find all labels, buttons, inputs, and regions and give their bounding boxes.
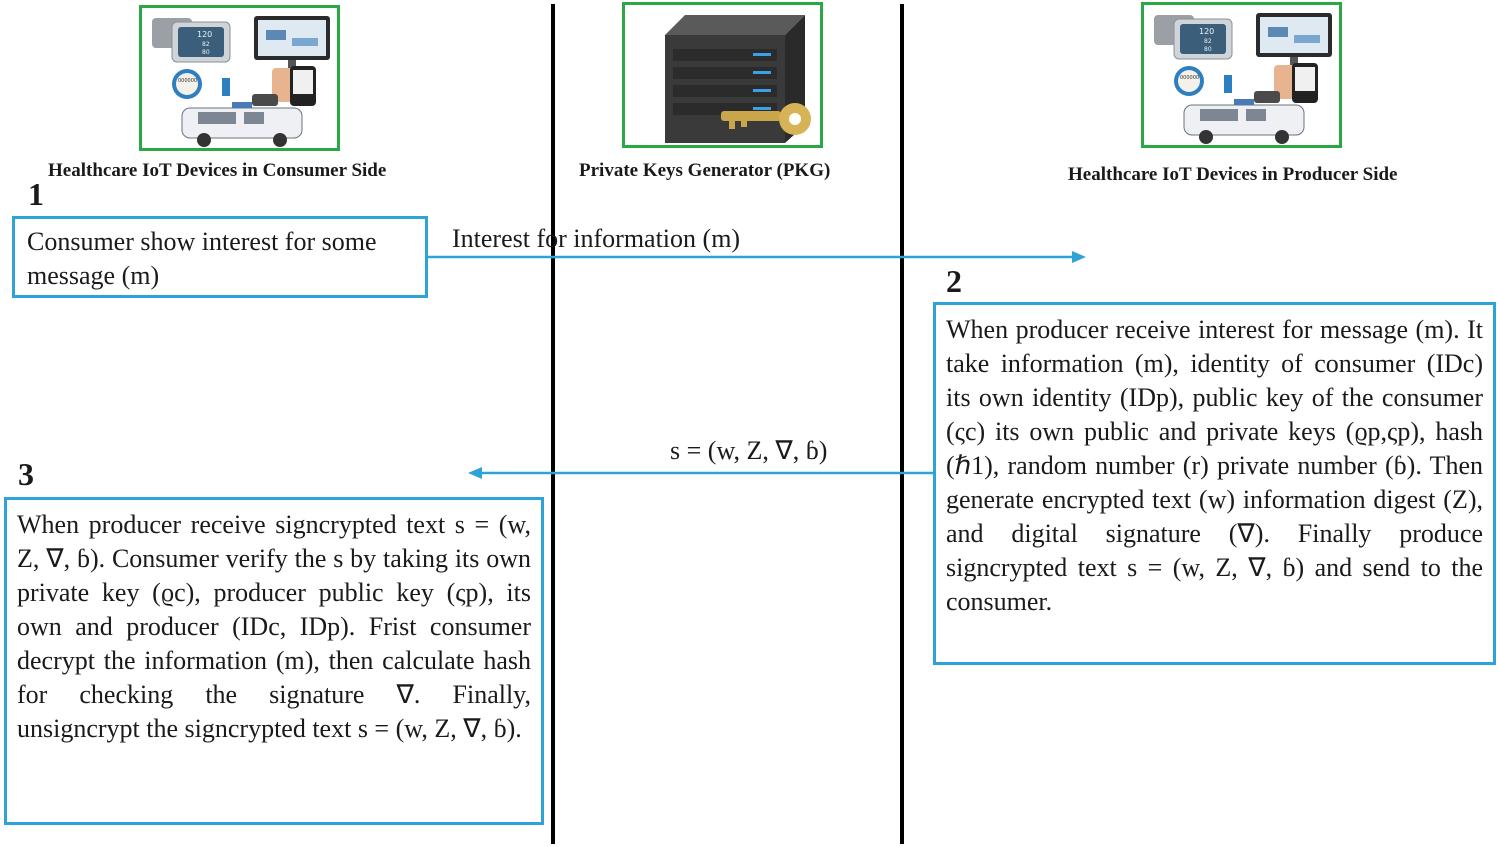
server-key-icon: [665, 15, 811, 143]
monitor-readout-3: 80: [1204, 46, 1212, 53]
meter-readout: 000000: [178, 78, 197, 84]
healthcare-devices-icon: 120 82 80 000000: [152, 16, 330, 147]
pkg-lane-title: Private Keys Generator (PKG): [579, 160, 831, 181]
consumer-lane-title: Healthcare IoT Devices in Consumer Side: [48, 160, 387, 181]
step-2-box: When producer receive interest for messa…: [933, 302, 1496, 665]
step-3-box: When producer receive signcrypted text s…: [4, 497, 544, 825]
interest-arrowhead: [1072, 251, 1086, 263]
consumer-devices-image: 120 82 80 000000: [139, 5, 340, 151]
producer-lane-title: Healthcare IoT Devices in Producer Side: [1068, 164, 1398, 185]
meter-readout: 000000: [1180, 75, 1199, 81]
signcrypt-arrowhead: [468, 467, 482, 479]
producer-devices-image: 120 82 80 000000: [1141, 2, 1342, 148]
step-1-number: 1: [28, 176, 44, 212]
pkg-server-image: [622, 2, 823, 148]
healthcare-devices-icon: 120 82 80 000000: [1154, 13, 1332, 144]
monitor-readout-2: 82: [1204, 38, 1212, 45]
lane-divider-right: [900, 4, 904, 844]
interest-arrow-label: Interest for information (m): [452, 224, 741, 253]
monitor-readout-2: 82: [202, 41, 210, 48]
step-3-number: 3: [18, 456, 34, 492]
monitor-readout-1: 120: [1199, 27, 1214, 36]
lane-divider-left: [551, 4, 555, 844]
monitor-readout-3: 80: [202, 49, 210, 56]
signcrypt-arrow-label: s = (w, Z, ∇, ɓ): [670, 436, 828, 465]
step-1-box: Consumer show interest for some message …: [12, 216, 428, 298]
step-2-number: 2: [946, 263, 962, 299]
monitor-readout-1: 120: [197, 30, 212, 39]
